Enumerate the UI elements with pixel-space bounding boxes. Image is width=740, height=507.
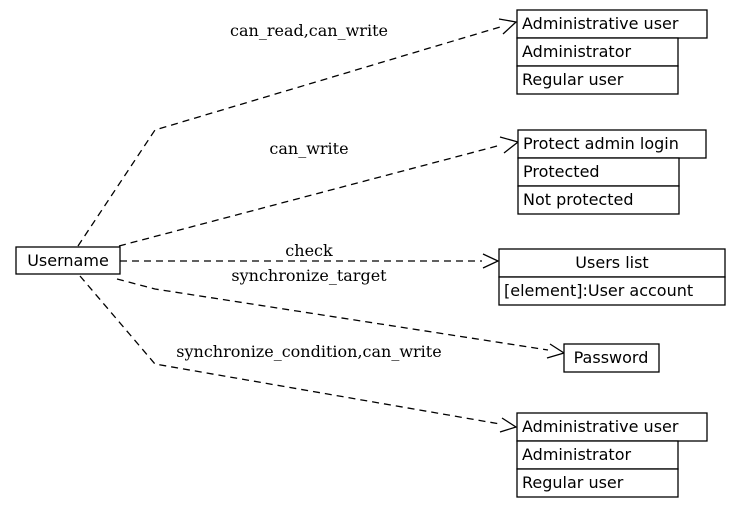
node-row-box <box>516 468 679 498</box>
node-row-box <box>498 276 726 306</box>
node-title-box <box>516 9 708 39</box>
node-row-element-user-account: [element]:User account <box>504 281 693 300</box>
node-row-regular-user: Regular user <box>522 70 624 89</box>
node-row-box <box>517 185 680 215</box>
node-row-administrator: Administrator <box>522 42 631 61</box>
node-row-box <box>516 65 679 95</box>
node-administrative-user-top[interactable]: Administrative user Administrator Regula… <box>516 9 708 95</box>
node-title-box <box>516 412 708 442</box>
edge-line <box>116 278 549 351</box>
node-row-regular-user: Regular user <box>522 473 624 492</box>
node-protect-admin-login[interactable]: Protect admin login Protected Not protec… <box>517 129 707 215</box>
node-box <box>15 246 121 275</box>
edge-check <box>120 253 500 269</box>
arrowhead-icon <box>546 343 566 359</box>
edge-line <box>79 275 501 425</box>
arrowhead-icon <box>499 417 518 433</box>
node-row-box <box>516 37 679 67</box>
node-label: Username <box>27 251 109 270</box>
node-title-box <box>498 248 726 278</box>
node-title: Users list <box>575 253 648 272</box>
edge-line <box>118 144 502 247</box>
arrowhead-icon <box>498 18 518 35</box>
arrowhead-icon <box>482 253 500 269</box>
node-title: Protect admin login <box>523 134 679 153</box>
edge-synchronize-condition-can-write <box>79 275 518 433</box>
edge-label-can-read-can-write: can_read,can_write <box>230 21 388 40</box>
node-users-list[interactable]: Users list [element]:User account <box>498 248 726 306</box>
node-title: Administrative user <box>522 417 679 436</box>
node-title: Password <box>574 348 649 367</box>
node-title-box <box>517 129 707 159</box>
edge-can-read-can-write <box>77 18 518 247</box>
node-row-administrator: Administrator <box>522 445 631 464</box>
node-username[interactable]: Username <box>15 246 121 275</box>
edge-label-can-write: can_write <box>269 139 348 158</box>
edge-label-check: check <box>285 241 333 260</box>
node-title-box <box>563 343 660 373</box>
node-administrative-user-bottom[interactable]: Administrative user Administrator Regula… <box>516 412 708 498</box>
node-row-protected: Protected <box>523 162 600 181</box>
edge-label-synchronize-target: synchronize_target <box>231 266 387 285</box>
edge-label-synchronize-condition-can-write: synchronize_condition,can_write <box>176 342 441 361</box>
node-row-not-protected: Not protected <box>523 190 633 209</box>
edge-line <box>77 26 501 247</box>
node-title: Administrative user <box>522 14 679 33</box>
arrowhead-icon <box>499 136 520 154</box>
node-password[interactable]: Password <box>563 343 660 373</box>
